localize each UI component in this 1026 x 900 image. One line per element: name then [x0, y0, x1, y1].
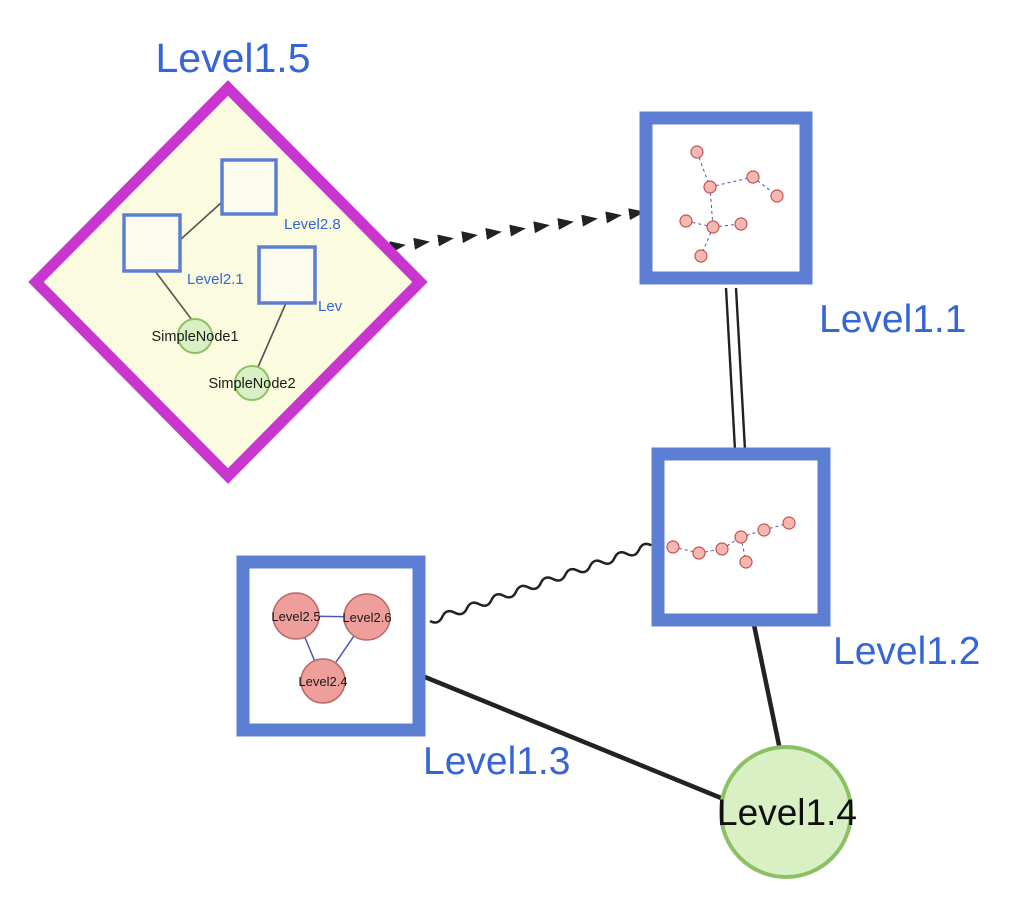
level1-2-label: Level1.2 [833, 630, 980, 673]
node-lev[interactable] [257, 245, 317, 305]
node-level1-1: Level1.1 [639, 111, 966, 341]
simplenode2-label: SimpleNode2 [208, 376, 295, 392]
mini-node[interactable] [739, 555, 753, 569]
mini-edge [685, 220, 714, 228]
node-simplenode2[interactable] [234, 365, 270, 401]
level1-4-label: Level1.4 [717, 792, 857, 833]
level1-2-box[interactable] [651, 447, 831, 627]
level1-3-label: Level1.3 [423, 740, 570, 783]
node-level1-3: Level2.5 Level2.6 Level2.4 Level1.3 [236, 555, 570, 783]
level1-3-box[interactable] [236, 555, 426, 737]
mini-edge [709, 186, 714, 228]
inner-edge-lev-simplenode2 [257, 302, 287, 368]
mini-node[interactable] [690, 145, 704, 159]
mini-node[interactable] [746, 170, 760, 184]
mini-node[interactable] [734, 530, 748, 544]
edge-level13-level14[interactable] [419, 672, 727, 803]
edge-level13-level12[interactable] [429, 542, 652, 624]
level1-5-label: Level1.5 [155, 35, 310, 81]
level1-2-mini-graph [666, 516, 796, 569]
edge-layer [389, 208, 783, 803]
level2-4-label: Level2.4 [298, 674, 347, 689]
level1-5-diamond[interactable] [28, 80, 428, 484]
inner-edge-level21-simplenode1 [154, 270, 193, 321]
lev-label: Lev [318, 298, 343, 315]
node-level1-5: Level1.5 Level2.8 Level2.1 Lev SimpleNod… [28, 35, 428, 484]
level1-1-label: Level1.1 [819, 298, 966, 341]
level2-5-label: Level2.5 [271, 609, 320, 624]
mini-node[interactable] [666, 540, 680, 554]
level1-1-mini-graph [679, 145, 784, 263]
mini-node[interactable] [757, 523, 771, 537]
level2-8-label: Level2.8 [284, 216, 341, 233]
mini-node[interactable] [679, 214, 693, 228]
mini-edge [763, 522, 790, 531]
mini-node[interactable] [706, 220, 720, 234]
level2-6-label: Level2.6 [342, 610, 391, 625]
node-simplenode1[interactable] [177, 318, 213, 354]
simplenode1-label: SimpleNode1 [151, 329, 238, 345]
level1-3-mini-graph: Level2.5 Level2.6 Level2.4 [271, 592, 392, 704]
mini-node[interactable] [715, 542, 729, 556]
mini-node[interactable] [770, 189, 784, 203]
mini-edge [740, 536, 747, 563]
node-level2-5[interactable] [272, 592, 320, 640]
mini-node[interactable] [734, 217, 748, 231]
edge-level15-level11[interactable] [389, 208, 645, 254]
mini-edge [712, 223, 742, 228]
edge-level11-level12[interactable] [724, 287, 747, 451]
mini-node[interactable] [694, 249, 708, 263]
mini-node[interactable] [703, 180, 717, 194]
mini-edge [672, 546, 700, 554]
mini-node[interactable] [692, 546, 706, 560]
node-level2-4[interactable] [300, 658, 346, 704]
mini-node[interactable] [782, 516, 796, 530]
node-level1-4: Level1.4 [717, 745, 857, 879]
node-level1-2: Level1.2 [651, 447, 980, 673]
mini-edge [709, 176, 754, 188]
inner-edge-level21-level28 [179, 201, 223, 241]
node-level2-6[interactable] [343, 593, 391, 641]
edge-level12-level14[interactable] [750, 619, 783, 751]
level1-4-circle[interactable] [719, 745, 853, 879]
level2-1-label: Level2.1 [187, 271, 244, 288]
node-level2-8[interactable] [220, 158, 278, 216]
node-level2-1[interactable] [122, 213, 182, 273]
